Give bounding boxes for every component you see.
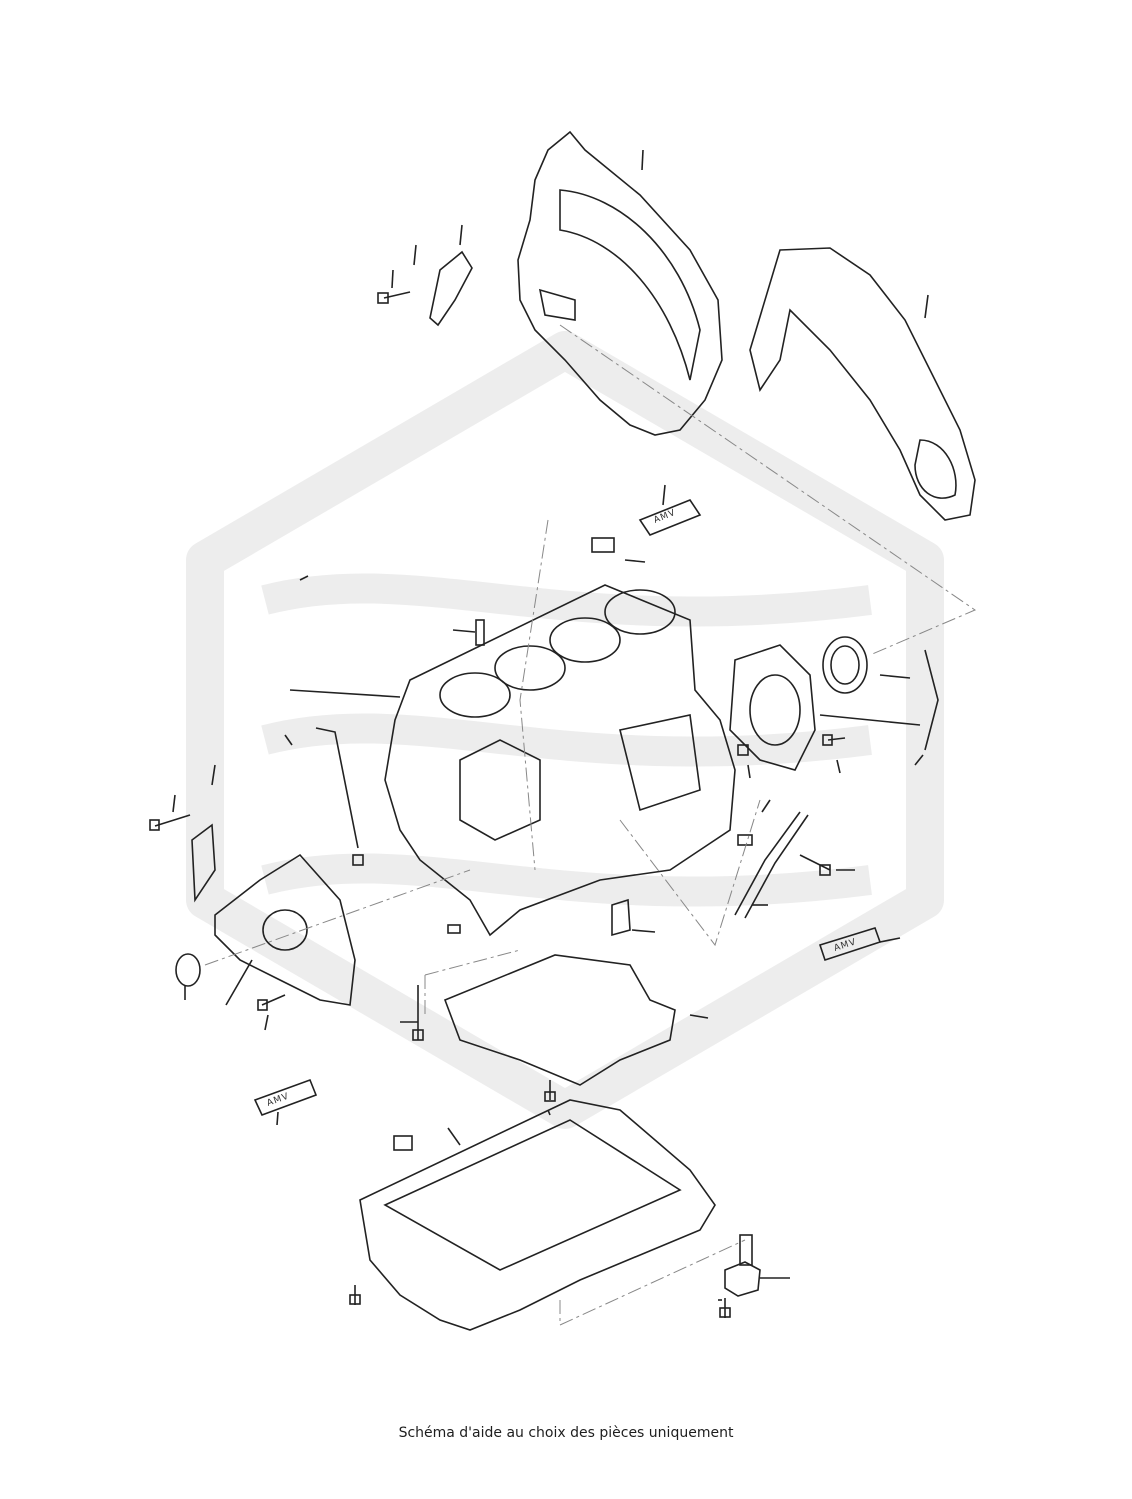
callout-lines: [172, 149, 939, 1301]
bolt: [822, 734, 846, 746]
bolt: [349, 1285, 361, 1305]
alignment-lines: [204, 324, 977, 1326]
rear-seal-housing: [729, 636, 868, 771]
small-bracket: [377, 250, 473, 327]
bolt: [149, 814, 191, 831]
sealant-tube: AMV: [253, 1078, 318, 1117]
bolt: [719, 1298, 731, 1318]
dowel-pin: [352, 619, 753, 934]
oil-jet-fitting: [591, 537, 631, 937]
drain-plug: [393, 1135, 413, 1151]
oil-level-sensor: [724, 1234, 761, 1297]
oil-baffle: [443, 954, 676, 1086]
oil-sump-pan: [359, 1099, 716, 1331]
dipstick-tube: [734, 811, 809, 919]
bolt: [799, 854, 831, 876]
bolt: [412, 985, 424, 1041]
bolt: [257, 994, 286, 1011]
front-oil-pump-housing: [175, 823, 356, 1006]
sealant-tube: AMV: [638, 499, 702, 536]
engine-block: [384, 584, 736, 937]
gearbox-adapter-plate: [517, 130, 723, 436]
svg-text:AMV: AMV: [652, 508, 677, 526]
bolt: [544, 1080, 556, 1102]
diagram-caption: Schéma d'aide au choix des pièces unique…: [398, 1425, 734, 1441]
timing-cover-gasket: [749, 247, 976, 521]
